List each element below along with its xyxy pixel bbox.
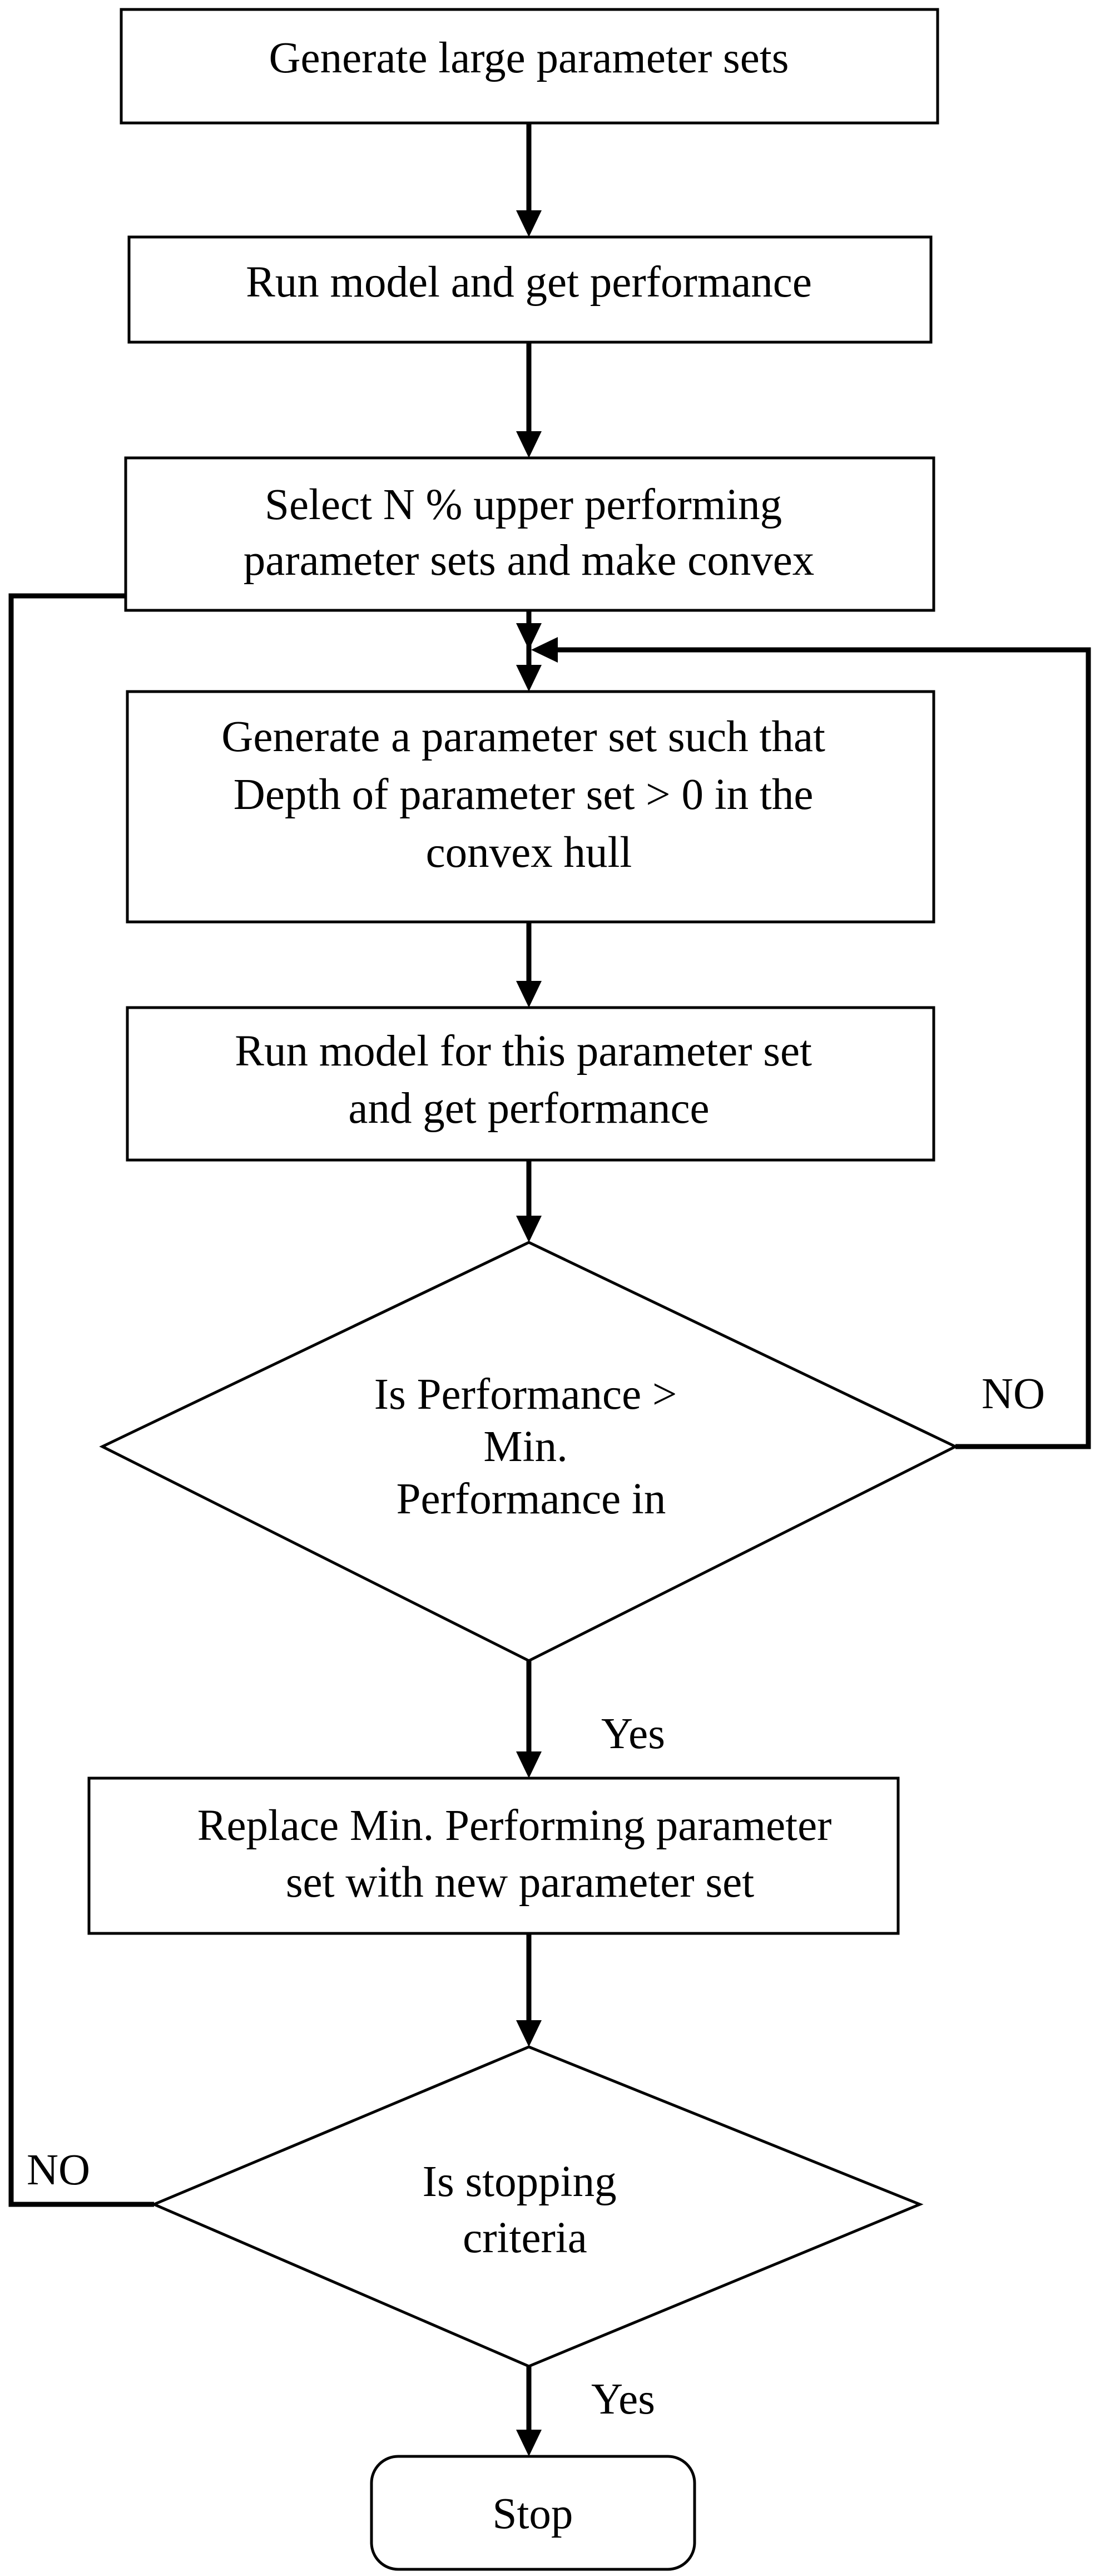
terminal-box	[370, 2455, 696, 2571]
step-label: Generate large parameter sets	[269, 34, 789, 82]
arrowhead-generate-depth	[516, 665, 542, 692]
arrowhead-replace-min	[516, 1751, 542, 1778]
step-box	[120, 8, 939, 125]
arrowhead-loop-stopping	[516, 623, 542, 650]
step-select-upper: Select N % upper performing parameter se…	[124, 456, 935, 612]
step-label-line: Generate a parameter set such that	[221, 713, 825, 761]
decision-diamond	[150, 2045, 924, 2368]
step-label-line: Depth of parameter set > 0 in the	[234, 771, 814, 819]
edge-label-performance-yes: Yes	[601, 1710, 665, 1758]
terminal-label: Stop	[493, 2490, 573, 2538]
step-box	[126, 690, 935, 924]
step-label-line: and get performance	[348, 1084, 709, 1133]
step-label: Select N % upper performing parameter se…	[244, 481, 815, 585]
step-box	[124, 456, 935, 612]
decision-label-line: criteria	[463, 2214, 587, 2262]
step-generate-depth: Generate a parameter set such that Depth…	[126, 690, 935, 924]
step-label-line: Run model and get performance	[246, 258, 812, 307]
step-label: Run model for this parameter set and get…	[235, 1027, 823, 1133]
decision-label-line: Performance in	[397, 1475, 666, 1523]
step-label: Run model and get performance	[246, 258, 812, 307]
step-label-line: parameter sets and make convex	[244, 536, 815, 585]
decision-diamond	[99, 1241, 959, 1662]
decision-label-line: Is Performance >	[374, 1370, 677, 1419]
arrowhead-performance-decision	[516, 1216, 542, 1242]
step-run-model: Run model and get performance	[127, 235, 933, 344]
arrowhead-select-upper	[516, 431, 542, 458]
arrowhead-stopping-decision	[516, 2020, 542, 2047]
arrowhead-run-model-set	[516, 981, 542, 1008]
step-label-line: Generate large parameter sets	[269, 34, 789, 82]
decision-stopping: Is stopping criteria	[150, 2045, 924, 2368]
arrowhead-run-model	[516, 210, 542, 237]
step-generate-sets: Generate large parameter sets	[120, 8, 939, 125]
terminal-stop: Stop	[370, 2455, 696, 2571]
step-label-line: set with new parameter set	[286, 1858, 754, 1907]
arrowhead-stop	[516, 2430, 542, 2456]
edge-label-stopping-yes: Yes	[591, 2375, 655, 2424]
step-run-model-set: Run model for this parameter set and get…	[126, 1006, 935, 1162]
step-label: Generate a parameter set such that Depth…	[221, 713, 836, 877]
edge-label-performance-no: NO	[982, 1370, 1045, 1418]
terminal-label-line: Stop	[493, 2490, 573, 2538]
arrowhead-loop-performance	[531, 637, 558, 663]
loop-performance-no	[551, 647, 1091, 1449]
step-box	[126, 1006, 935, 1162]
step-label-line: convex hull	[426, 828, 632, 877]
step-replace-min: Replace Min. Performing parameter set wi…	[87, 1776, 900, 1935]
step-label-line: Run model for this parameter set	[235, 1027, 812, 1075]
step-label-line: Replace Min. Performing parameter	[197, 1802, 832, 1850]
step-label-line: Select N % upper performing	[265, 481, 782, 529]
decision-performance: Is Performance > Min. Performance in	[99, 1241, 959, 1662]
step-label: Replace Min. Performing parameter set wi…	[197, 1802, 843, 1907]
decision-label: Is Performance > Min. Performance in	[374, 1370, 688, 1523]
edge-label-stopping-no: NO	[27, 2146, 90, 2194]
decision-label-line: Min.	[483, 1423, 567, 1471]
step-box	[87, 1776, 900, 1935]
decision-label: Is stopping criteria	[423, 2158, 628, 2262]
arrowheads	[516, 210, 558, 2456]
decision-label-line: Is stopping	[423, 2158, 617, 2206]
step-box	[127, 235, 933, 344]
